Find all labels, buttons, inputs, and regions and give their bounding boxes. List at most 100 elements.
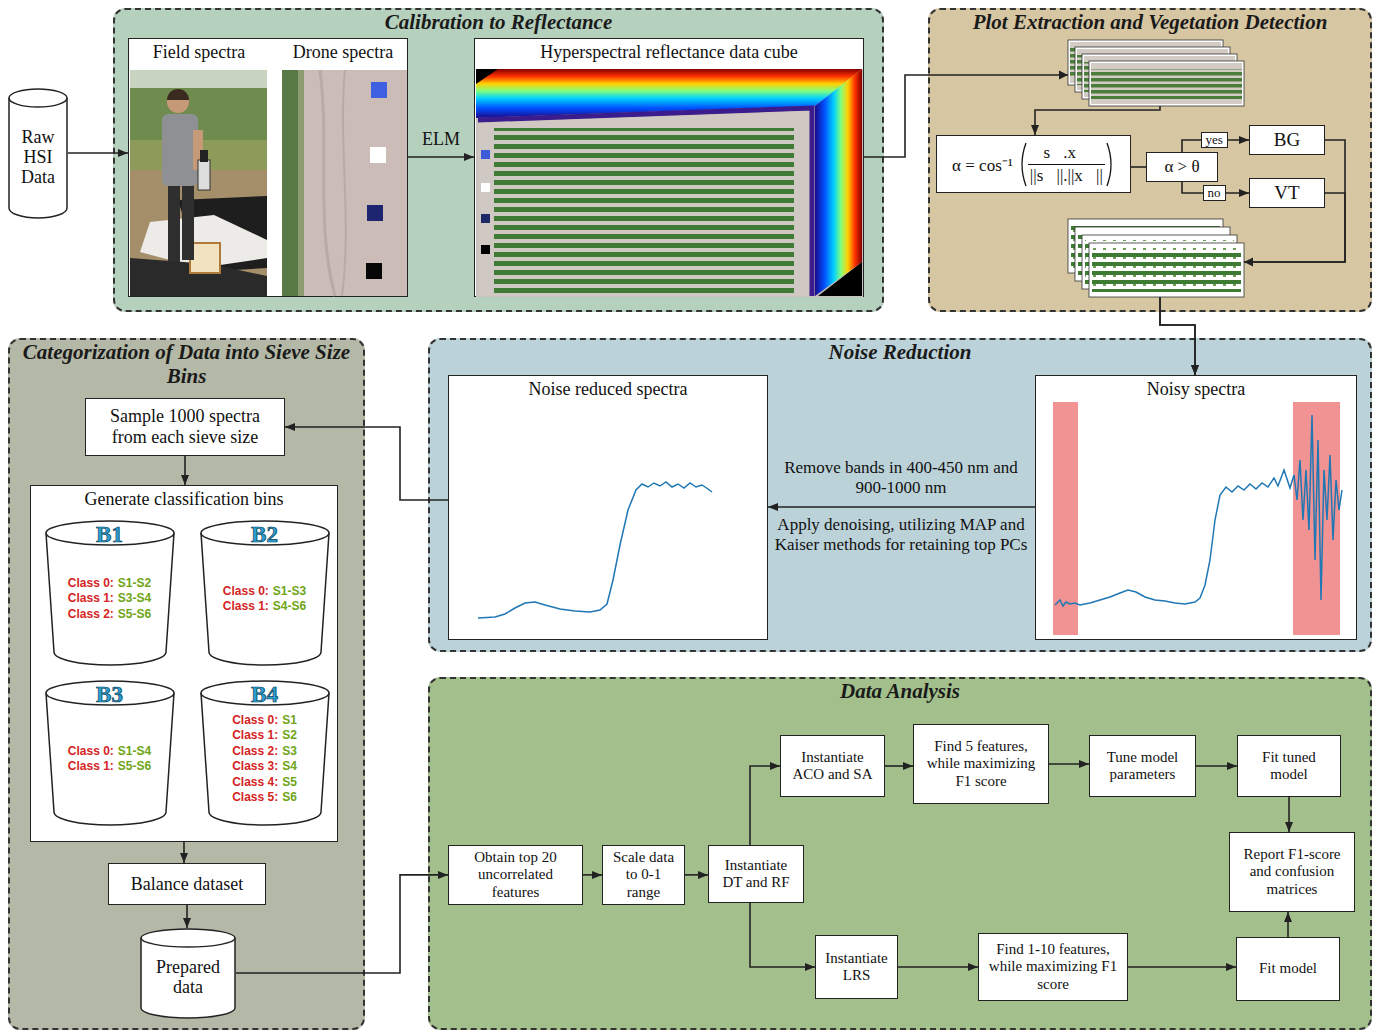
data-cylinder: Raw HSI Data <box>8 88 68 218</box>
process-box: Instantiate LRS <box>815 935 898 999</box>
left-parenthesis <box>1022 143 1026 186</box>
class-label: Class 1: <box>232 728 278 744</box>
field-photo-part <box>162 114 198 186</box>
connector <box>885 765 913 767</box>
panel-heading: Data Analysis <box>832 679 968 704</box>
box-text: Fit model <box>1259 960 1317 977</box>
edge-label: ELM <box>406 129 476 151</box>
hyperspectral-cube <box>476 69 863 297</box>
process-box: Balance dataset <box>108 863 266 905</box>
drone-photo-part <box>367 205 383 221</box>
field-photo-part <box>198 160 210 190</box>
hyperspectral-cube-part <box>481 245 490 254</box>
box-text: Fit tuned model <box>1244 749 1334 784</box>
connector <box>1160 193 1345 375</box>
field-photo-part <box>130 258 267 296</box>
noisy-spectrum-plot-part <box>1055 415 1342 606</box>
connector <box>285 427 448 500</box>
bin-cylinder: B4Class 0:S1Class 1:S2Class 2:S3Class 3:… <box>200 680 330 825</box>
plot-image-stack-part <box>1084 56 1235 97</box>
connector <box>864 75 1160 157</box>
box-text: Balance dataset <box>131 874 243 895</box>
vegetation-image-stack-part <box>1085 240 1234 284</box>
sieve-range: S5 <box>282 775 297 791</box>
cylinder-top <box>9 89 67 107</box>
panel-heading: Plot Extraction and Vegetation Detection <box>965 10 1336 35</box>
connector <box>1049 763 1089 765</box>
image-box: Field spectraDrone spectra <box>128 38 408 297</box>
bin-cylinder: B2Class 0:S1-S3Class 1:S4-S6 <box>200 520 330 665</box>
right-parenthesis <box>1107 143 1111 186</box>
hyperspectral-cube-part <box>815 69 862 296</box>
connector-group <box>68 75 1345 973</box>
process-box: α > θ <box>1146 152 1218 182</box>
box-text: Instantiate ACO and SA <box>787 749 878 784</box>
box-text: Find 1-10 features, while maximizing F1 … <box>985 941 1121 993</box>
hyperspectral-cube-part <box>476 69 863 297</box>
connector <box>1196 765 1237 767</box>
plot-image-stack-part <box>1091 63 1242 104</box>
class-label: Class 0: <box>68 744 114 760</box>
process-box: BG <box>1249 125 1325 155</box>
plot-image-stack-part <box>1077 55 1228 85</box>
field-photo <box>130 70 267 296</box>
vegetation-image-stack-part <box>1071 224 1220 268</box>
class-label: Class 0: <box>223 584 269 600</box>
box-text: Instantiate DT and RF <box>715 857 797 892</box>
connector <box>183 842 185 863</box>
hyperspectral-cube-part <box>481 214 490 223</box>
sieve-range: S5-S6 <box>118 759 151 775</box>
hyperspectral-cube-part <box>818 262 862 296</box>
field-photo-part <box>140 215 267 268</box>
sieve-range: S5-S6 <box>118 607 151 623</box>
cylinder-top <box>141 929 235 947</box>
sieve-range: S4-S6 <box>273 599 306 615</box>
plot-image-stack-part <box>1077 49 1228 90</box>
plot-image-stack-part <box>1075 47 1230 92</box>
plot-image-stack-part <box>1082 54 1237 99</box>
connector <box>768 506 1035 508</box>
connector <box>750 903 815 967</box>
plot-image-stack <box>1059 40 1244 106</box>
connector <box>68 152 128 154</box>
plot-image-stack-part <box>1068 40 1223 85</box>
stage-panel: Field spectraDrone spectraHyperspectral … <box>113 8 884 312</box>
annotation-text: Apply denoising, utilizing MAP and Kaise… <box>770 515 1032 556</box>
bin-title: B1 <box>96 522 123 548</box>
field-photo-part <box>130 70 267 142</box>
vegetation-image-stack-part <box>1092 248 1241 292</box>
drone-photo-part <box>282 70 298 296</box>
field-photo-part <box>168 182 180 262</box>
process-box: Find 1-10 features, while maximizing F1 … <box>978 933 1128 1001</box>
box-text: α > θ <box>1164 157 1199 177</box>
field-photo-part <box>167 89 189 100</box>
sieve-range: S1-S2 <box>118 576 151 592</box>
process-box: Instantiate ACO and SA <box>780 735 885 797</box>
connector <box>1131 166 1146 168</box>
cylinder-body <box>141 938 235 1018</box>
process-box: Fit model <box>1236 937 1340 1001</box>
field-photo-part <box>193 130 203 170</box>
field-photo-part <box>167 91 189 113</box>
sieve-range: S3-S4 <box>118 591 151 607</box>
field-photo-part <box>182 182 194 260</box>
connector <box>1128 966 1236 968</box>
stage-panel: Sample 1000 spectra from each sieve size… <box>8 338 365 1030</box>
drone-photo <box>282 70 407 296</box>
picture-heading: Noisy spectra <box>1147 379 1245 400</box>
cylinder-body <box>46 693 174 825</box>
drone-photo-part <box>298 70 304 296</box>
sieve-range: S3 <box>282 744 297 760</box>
edge-label: no <box>1203 185 1226 201</box>
drone-photo-part <box>366 263 382 279</box>
cylinder-body <box>201 533 329 665</box>
image-box: Noise reduced spectra <box>448 375 768 640</box>
denoised-spectrum-plot <box>478 482 712 618</box>
plot-image-stack-part <box>1059 71 1068 80</box>
process-box: Fit tuned model <box>1237 735 1341 797</box>
bin-title: B4 <box>251 682 278 708</box>
box-text: Report F1-score and confusion matrices <box>1236 846 1348 898</box>
class-label: Class 1: <box>68 591 114 607</box>
plot-image-stack-part <box>1070 48 1221 78</box>
class-label: Class 1: <box>68 759 114 775</box>
